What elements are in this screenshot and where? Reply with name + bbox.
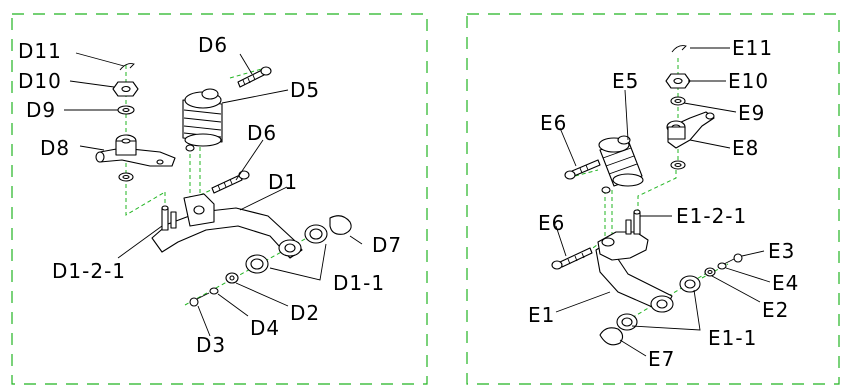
label-d3: D3 [196,333,226,357]
panel-e-assembly-axes [574,58,729,326]
panel-e: E11 E5 E10 E9 E6 E8 E6 E1-2-1 E3 E4 E2 E… [528,36,799,371]
label-d2: D2 [290,301,320,325]
label-e1: E1 [528,303,555,327]
label-e2: E2 [762,298,789,322]
label-d6-top: D6 [198,33,228,57]
d2-washer [225,272,239,284]
e5-shock-absorber [598,135,644,194]
d8-lower-washer [118,172,134,182]
label-e4: E4 [772,271,799,295]
label-d1: D1 [268,170,298,194]
d6-top-bolt [237,66,272,88]
e6-top-bolt [564,159,601,180]
label-d8: D8 [40,136,70,160]
e3-screw [723,253,743,265]
label-e11: E11 [732,36,773,60]
d1-swing-arm [151,193,303,259]
label-e10: E10 [728,69,769,93]
panel-e-leader-lines [555,47,771,357]
label-e1-1: E1-1 [708,326,757,350]
e6-bottom-bolt [551,247,593,270]
label-e1-2-1: E1-2-1 [676,204,747,228]
d3-screw [189,292,210,307]
label-e6-top: E6 [540,111,567,135]
panel-d-labels: D11 D10 D9 D8 D6 D5 D6 D1 D1-2-1 D7 D1-1… [18,33,402,357]
e10-nut [665,73,691,89]
label-d6-middle: D6 [247,121,277,145]
label-e8: E8 [732,136,759,160]
d7-clip [329,215,352,235]
panel-d-leader-lines [64,52,363,337]
label-e3: E3 [768,239,795,263]
panel-d: D11 D10 D9 D8 D6 D5 D6 D1 D1-2-1 D7 D1-1… [18,33,402,357]
label-d7: D7 [372,233,402,257]
label-d10: D10 [18,69,62,93]
e9-washer [670,96,686,106]
label-d11: D11 [18,39,62,63]
e1-1-bushing-left [616,313,638,331]
label-e5: E5 [612,69,639,93]
label-e9: E9 [738,101,765,125]
e1-swing-arm [595,209,674,313]
label-e7: E7 [648,347,675,371]
d4-spring-washer [209,287,219,295]
label-d9: D9 [26,98,56,122]
panel-d-frame [11,13,428,385]
label-d4: D4 [250,316,280,340]
label-e6-bottom: E6 [538,211,565,235]
panel-e-labels: E11 E5 E10 E9 E6 E8 E6 E1-2-1 E3 E4 E2 E… [528,36,799,371]
panel-e-frame [466,13,840,385]
d1-1-bushing-right [304,224,328,244]
d9-washer [117,105,135,115]
e4-spring-washer [717,262,727,270]
d6-middle-bolt [211,170,250,194]
label-d1-2-1: D1-2-1 [52,259,126,283]
d8-rocker-arm [95,134,176,167]
e8-lower-washer [670,160,686,170]
e11-cotter-pin [671,45,687,53]
e2-washer [704,267,716,277]
d1-1-bushing-left [245,254,269,274]
label-d5: D5 [290,78,320,102]
d11-cotter-pin [119,63,135,71]
label-d1-1: D1-1 [333,271,385,295]
d10-nut [112,81,139,97]
e8-rocker-arm [666,111,715,149]
d5-shock-absorber [182,88,223,152]
e1-1-bushing-right [679,275,701,293]
e7-clip [599,327,624,346]
